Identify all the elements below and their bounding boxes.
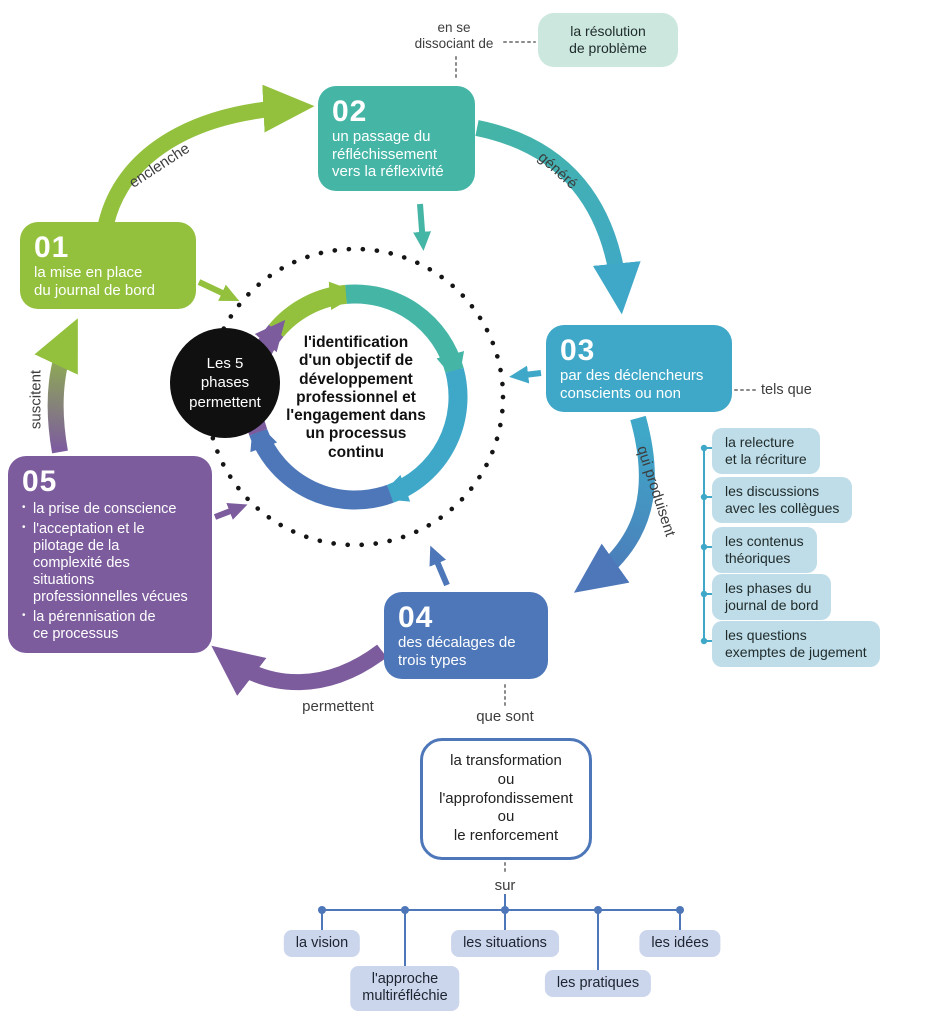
- cycle-arrows: [34, 84, 655, 696]
- center-pointers: [197, 203, 542, 587]
- ring-segment-green: [268, 281, 361, 338]
- ring-segment-blue: [249, 418, 394, 510]
- phase-05-number: 05: [22, 465, 58, 498]
- phase-01-box: 01 la mise en place du journal de bord: [20, 222, 196, 310]
- outcome-leaf-situations: les situations: [451, 930, 559, 958]
- outcomes-box: la transformation ou l'approfondissement…: [420, 738, 592, 860]
- outcomes-tree: [318, 894, 684, 971]
- phase-03-label: par des déclencheurs conscients ou non: [560, 367, 704, 402]
- phase-01-number: 01: [34, 231, 70, 264]
- arrow-phase3-to-phase4: [573, 415, 655, 593]
- pointer-phase5-to-center: [213, 503, 248, 520]
- phase-04-label: des décalages de trois types: [398, 634, 516, 669]
- phase-01-label: la mise en place du journal de bord: [34, 264, 155, 299]
- phase-02-number: 02: [332, 95, 368, 128]
- phase-02-label: un passage du réfléchissement vers la ré…: [332, 128, 444, 181]
- outcome-leaf-pratiques: les pratiques: [544, 970, 652, 998]
- pointer-phase2-to-center: [413, 203, 432, 251]
- trigger-item: les phases du journal de bord: [712, 574, 832, 621]
- phase-05-bullet: la pérennisation de ce processus: [22, 609, 198, 643]
- trigger-item: la relecture et la récriture: [712, 428, 820, 475]
- trigger-item: les contenus théoriques: [712, 527, 817, 574]
- ring-segment-teal: [345, 284, 465, 385]
- dissociation-connector-label: en se dissociant de: [414, 20, 494, 52]
- phase-04-box: 04 des décalages de trois types: [384, 592, 548, 680]
- phase-02-box: 02 un passage du réfléchissement vers la…: [318, 86, 475, 192]
- arrow-phase1-to-phase2: [98, 84, 315, 227]
- phase-05-box: 05 la prise de conscience l'acceptation …: [8, 456, 212, 654]
- phase-05-bullet-list: la prise de conscience l'acceptation et …: [22, 501, 198, 643]
- edge-label-suscitent: suscitent: [27, 369, 45, 430]
- dotted-connectors: [455, 41, 759, 875]
- edge-label-permettent: permettent: [302, 698, 374, 715]
- pointer-phase1-to-center: [197, 279, 240, 301]
- trigger-item: les discussions avec les collègues: [712, 477, 853, 524]
- phase-03-box: 03 par des déclencheurs conscients ou no…: [546, 325, 732, 413]
- outcome-leaf-vision: la vision: [283, 930, 361, 958]
- outcome-leaf-idees: les idées: [639, 930, 721, 958]
- five-phases-badge: Les 5 phases permettent: [170, 328, 280, 438]
- pointer-phase4-to-center: [429, 545, 450, 587]
- arrow-phase5-to-phase1: [34, 318, 78, 454]
- trigger-item: les questions exemptes de jugement: [712, 621, 880, 668]
- outcomes-connector-que-sont: que sont: [476, 708, 534, 725]
- triggers-connector-label: tels que: [761, 382, 812, 398]
- problem-solving-box: la résolution de problème: [538, 13, 678, 68]
- phase-05-bullet: la prise de conscience: [22, 501, 198, 518]
- central-objective-text: l'identification d'un objectif de dévelo…: [286, 334, 426, 461]
- phase-03-number: 03: [560, 334, 596, 367]
- phase-04-number: 04: [398, 601, 434, 634]
- phase-05-bullet: l'acceptation et le pilotage de la compl…: [22, 521, 198, 606]
- arrow-phase2-to-phase3: [475, 120, 641, 315]
- arrow-phase4-to-phase5: [211, 644, 387, 696]
- pointer-phase3-to-center: [509, 365, 542, 384]
- triggers-bracket: [700, 444, 712, 645]
- outcome-leaf-approche: l'approche multiréfléchie: [350, 966, 460, 1011]
- outcomes-connector-sur: sur: [494, 877, 516, 894]
- ring-segment-cyan: [376, 367, 468, 503]
